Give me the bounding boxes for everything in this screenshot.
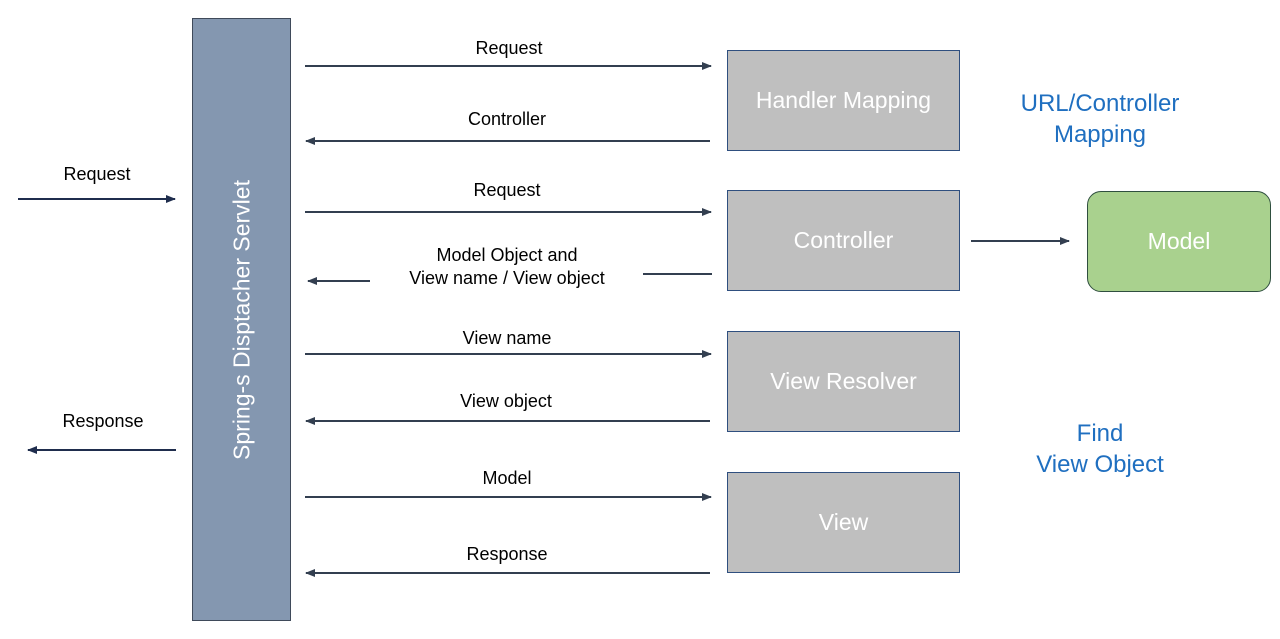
vr-view-name-label: View name	[462, 328, 552, 348]
dispatcher-servlet-label: Spring-s Disptacher Servlet	[228, 179, 254, 460]
find-view-object-note-line1: Find	[1076, 420, 1124, 447]
ctrl-return-label-line2: View name / View object	[409, 268, 605, 288]
view-resolver-box: View Resolver	[727, 331, 960, 432]
view-model-label: Model	[482, 468, 532, 488]
view-box: View	[727, 472, 960, 573]
controller-box: Controller	[727, 190, 960, 291]
hm-request-label: Request	[475, 38, 543, 58]
url-mapping-note-line2: Mapping	[1053, 121, 1147, 148]
ctrl-request-label: Request	[473, 180, 541, 200]
handler-mapping-box: Handler Mapping	[727, 50, 960, 151]
find-view-object-note-line2: View Object	[1036, 451, 1164, 478]
dispatcher-servlet: Spring-s Disptacher Servlet	[192, 18, 291, 621]
external-request-label: Request	[63, 164, 131, 184]
external-response-label: Response	[62, 411, 144, 431]
url-mapping-note-line1: URL/Controller	[1020, 90, 1180, 117]
vr-view-object-label: View object	[460, 391, 552, 411]
view-response-label: Response	[466, 544, 548, 564]
ctrl-return-label-line1: Model Object and	[436, 245, 578, 265]
find-view-object-note: Find View Object	[1036, 418, 1164, 480]
url-mapping-note: URL/Controller Mapping	[1021, 88, 1180, 150]
hm-controller-label: Controller	[467, 109, 547, 129]
model-box: Model	[1087, 191, 1271, 292]
